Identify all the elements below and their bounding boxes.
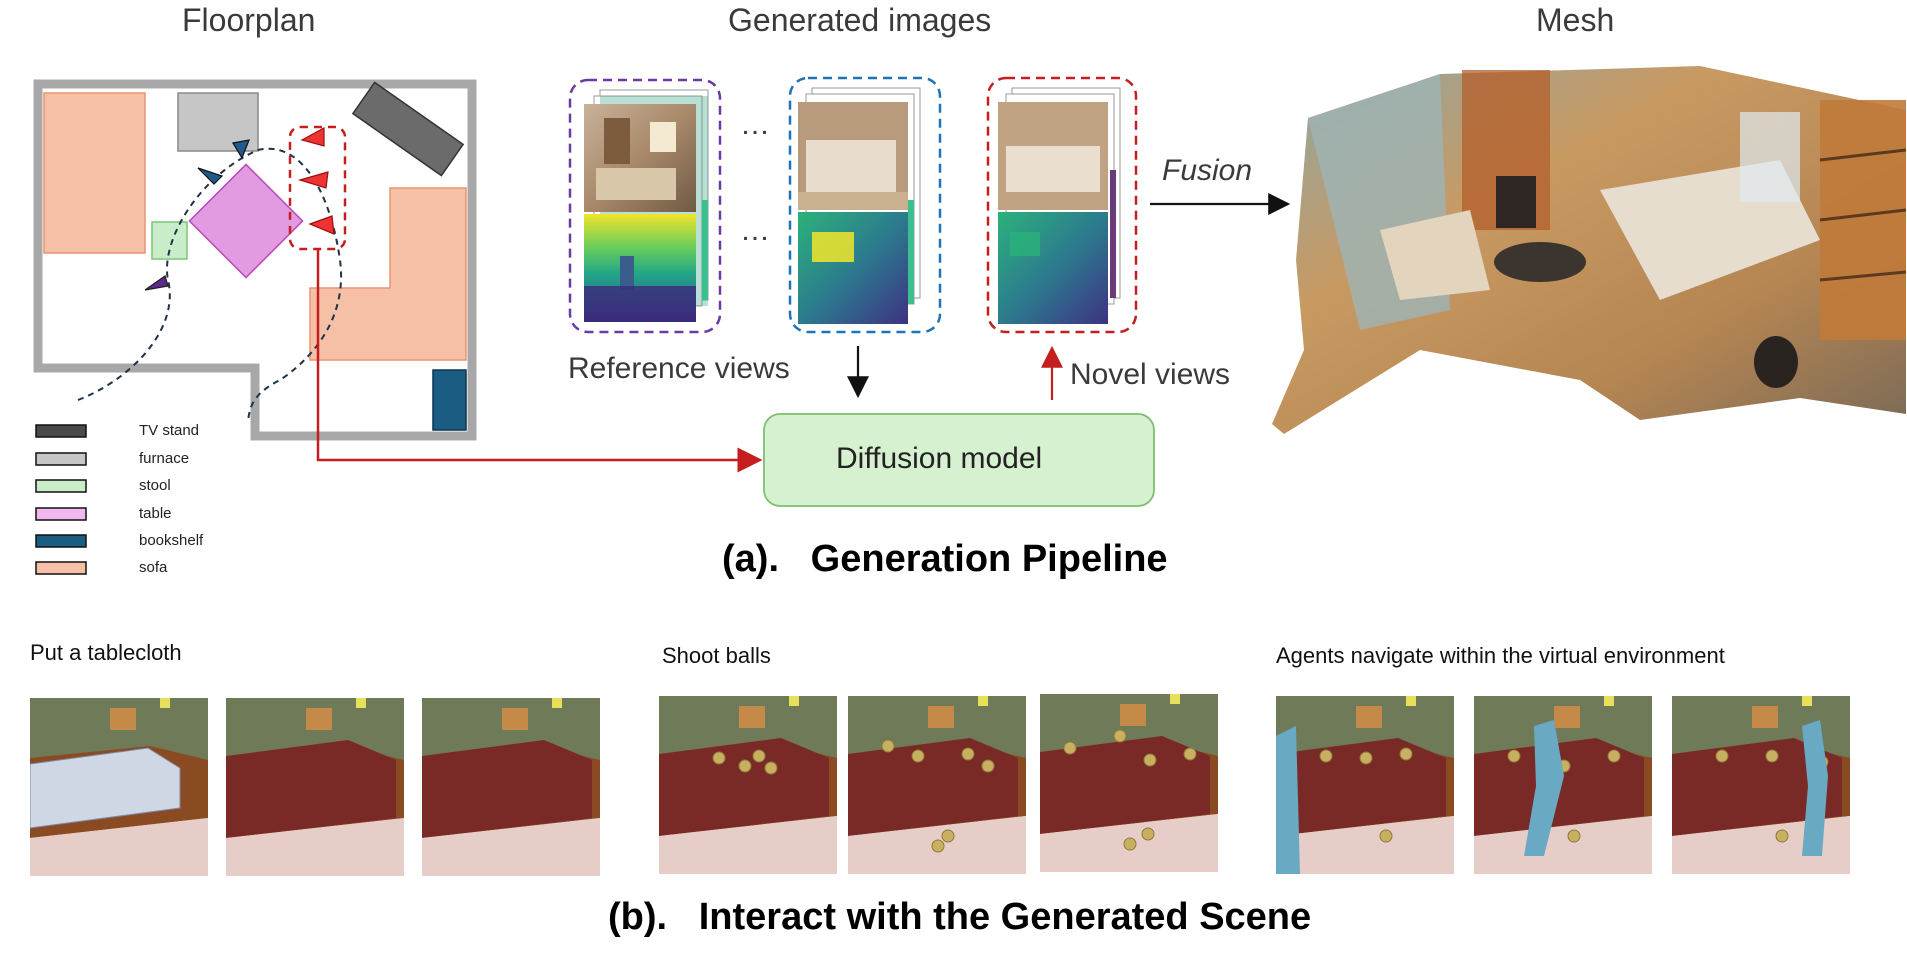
tv-stand [351,81,465,177]
legend-label-table: table [139,505,172,522]
diffusion-model-label: Diffusion model [836,442,1043,475]
scene-thumbnail [226,698,404,876]
task-agents-label: Agents navigate within the virtual envir… [1276,643,1725,668]
scene-thumbnail [422,698,600,876]
generated-images-title: Generated images [728,2,992,38]
legend-label-stool: stool [139,477,171,494]
bookshelf [432,369,467,431]
novel-group [986,76,1138,334]
floorplan-title: Floorplan [182,2,316,38]
legend-label-furnace: furnace [139,450,190,467]
caption-b: (b). Interact with the Generated Scene [608,896,1312,938]
legend-label-sofa: sofa [139,559,168,576]
sofa-left [43,92,146,254]
table [188,163,304,279]
scene-thumbnail [1474,696,1652,874]
legend-swatches [35,424,87,575]
reference-group [568,78,722,334]
pipeline-diagram [33,66,1907,575]
diffusion-model-box [763,413,1155,507]
scene-thumbnail [848,696,1026,874]
legend-label-tv-stand: TV stand [139,422,200,439]
ellipsis-bottom: … [740,214,770,247]
caption-a: (a). Generation Pipeline [722,538,1168,580]
scene-thumbnail [1040,694,1218,872]
legend-label-bookshelf: bookshelf [139,532,204,549]
reference-views-label: Reference views [568,352,790,385]
mesh-render [1272,66,1907,434]
task-tablecloth-label: Put a tablecloth [30,640,182,665]
floorplan [33,79,763,473]
task-shoot-balls-label: Shoot balls [662,643,771,668]
mesh-title: Mesh [1536,2,1615,38]
scene-thumbnail [30,698,208,876]
sofa-right [309,187,467,361]
novel-views-label: Novel views [1070,358,1231,391]
ellipsis-top: … [740,108,770,141]
scene-thumbnail [1672,696,1850,874]
scene-thumbnail [659,696,837,874]
scene-thumbnail [1276,696,1454,874]
fusion-label: Fusion [1162,154,1253,187]
middle-group [788,76,942,334]
